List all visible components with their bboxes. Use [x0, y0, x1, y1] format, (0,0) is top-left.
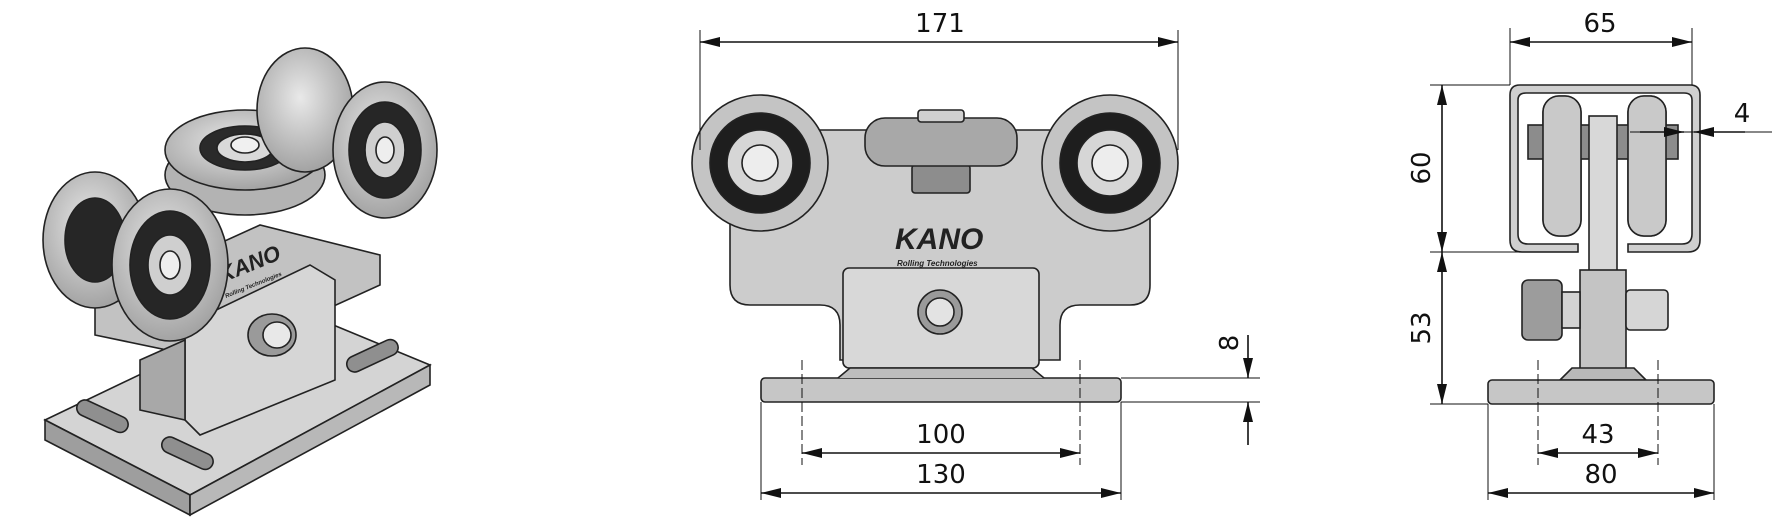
dim-plate-width: 130	[916, 460, 966, 490]
front-bolt	[917, 289, 963, 335]
side-dimensions: 65 4 60 53 43 80	[1407, 9, 1772, 500]
dim-plate-height: 8	[1215, 335, 1245, 352]
dim-top-width: 65	[1583, 9, 1616, 39]
side-c-profile	[1509, 84, 1701, 253]
front-dimensions: 171 8 100 130	[699, 9, 1260, 500]
front-tagline-text: Rolling Technologies	[897, 259, 978, 268]
front-top-roller	[864, 109, 1018, 194]
front-left-wheel	[691, 94, 829, 232]
iso-front-wheels	[42, 171, 229, 342]
dim-overall-width: 171	[915, 9, 965, 39]
dim-side-plate-width: 80	[1584, 460, 1617, 490]
isometric-view: KANO Rolling Technologies	[42, 47, 438, 517]
front-base-plate	[760, 377, 1122, 403]
dim-wall-thickness: 4	[1734, 99, 1751, 129]
side-base-plate	[1487, 379, 1715, 405]
front-view: KANO Rolling Technologies	[691, 94, 1179, 465]
dim-hole-spacing: 100	[916, 420, 966, 450]
dim-side-hole-spacing: 43	[1581, 420, 1614, 450]
dim-lower-height: 53	[1407, 311, 1437, 344]
dim-profile-height: 60	[1407, 151, 1437, 184]
front-right-wheel	[1041, 94, 1179, 232]
side-bolt-head	[1625, 289, 1669, 331]
side-nut	[1521, 279, 1563, 341]
front-logo-text: KANO	[895, 223, 983, 256]
iso-rear-wheels	[256, 47, 438, 219]
front-body	[729, 129, 1151, 361]
side-view	[1487, 84, 1715, 465]
